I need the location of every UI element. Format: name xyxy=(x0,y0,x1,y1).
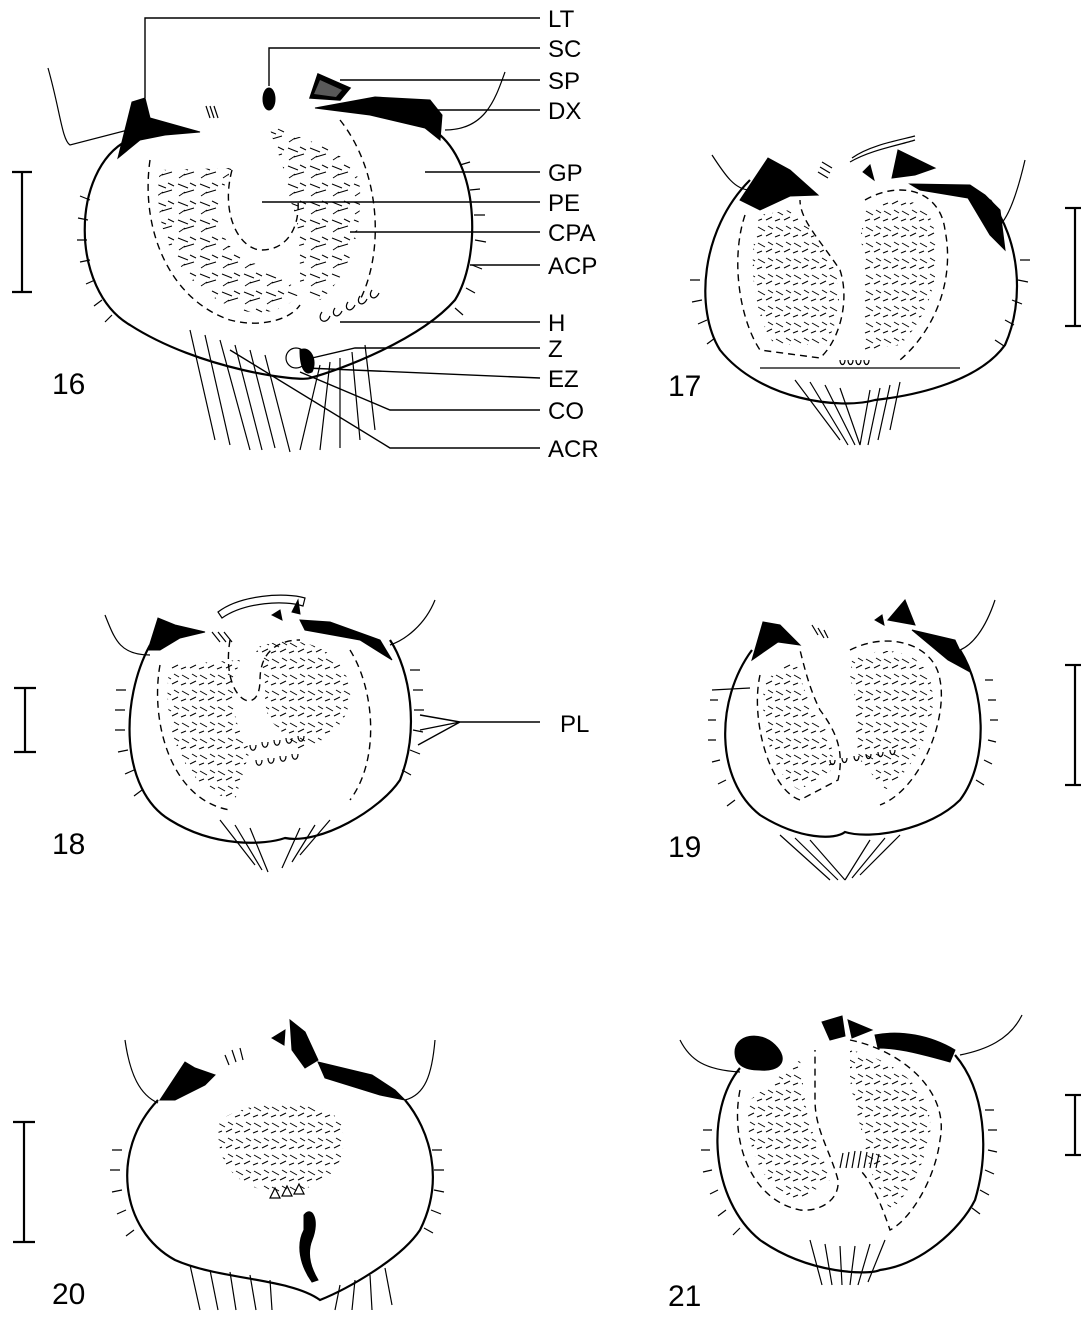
scale-bar-17 xyxy=(1065,208,1081,326)
label-pe: PE xyxy=(548,190,580,217)
label-acr: ACR xyxy=(548,436,599,463)
dx-tooth-16 xyxy=(315,97,442,140)
label-dx: DX xyxy=(548,98,581,125)
scale-bar-20 xyxy=(13,1122,35,1242)
label-sc: SC xyxy=(548,36,581,63)
genital-plate-16 xyxy=(85,135,472,379)
figure-number-17: 17 xyxy=(668,370,701,403)
label-gp: GP xyxy=(548,160,583,187)
label-pl: PL xyxy=(560,711,589,738)
figure-19: 19 xyxy=(668,600,1081,880)
figure-17: 17 xyxy=(668,136,1081,445)
figure-number-18: 18 xyxy=(52,828,85,861)
label-sp: SP xyxy=(548,68,580,95)
label-z: Z xyxy=(548,336,563,363)
scale-bar-19 xyxy=(1065,665,1081,785)
figure-number-19: 19 xyxy=(668,831,701,864)
label-lt: LT xyxy=(548,6,575,33)
sc-16 xyxy=(263,88,275,110)
label-acp: ACP xyxy=(548,253,597,280)
figure-20: 20 xyxy=(13,1020,444,1311)
figure-18: PL 18 xyxy=(14,595,589,872)
figure-21: 21 xyxy=(668,1015,1081,1313)
label-ez: EZ xyxy=(548,366,579,393)
figure-16: LT SC SP DX GP PE CPA ACP H Z EZ CO ACR … xyxy=(12,6,599,463)
label-co: CO xyxy=(548,398,584,425)
scale-bar-21 xyxy=(1065,1095,1081,1155)
scale-bar-18 xyxy=(14,688,36,752)
label-h: H xyxy=(548,310,565,337)
figure-number-21: 21 xyxy=(668,1280,701,1313)
figure-number-20: 20 xyxy=(52,1278,85,1311)
label-cpa: CPA xyxy=(548,220,596,247)
figure-number-16: 16 xyxy=(52,368,85,401)
lt-tooth-16 xyxy=(118,98,200,158)
scale-bar-16 xyxy=(12,172,32,292)
